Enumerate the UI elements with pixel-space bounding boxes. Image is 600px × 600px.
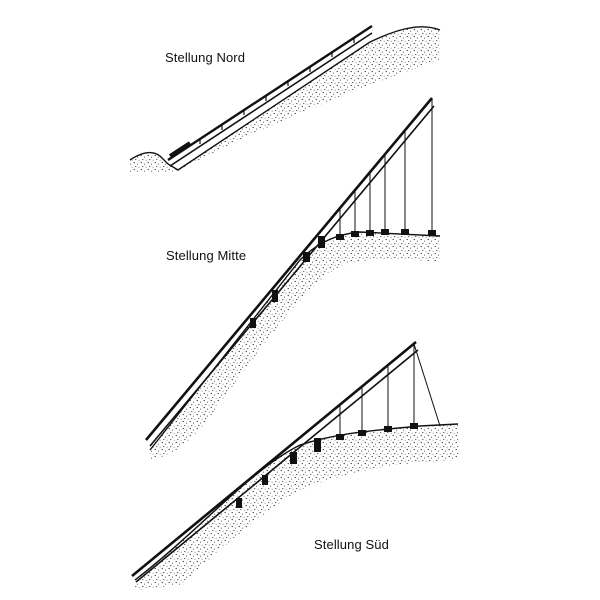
structure-sued [131,340,441,583]
terrain-sued [135,424,458,590]
figure-sued [131,340,459,590]
label-stellung-nord: Stellung Nord [165,50,246,65]
terrain-outline-nord [129,26,441,171]
label-stellung-mitte: Stellung Mitte [166,248,247,263]
terrain-mitte [150,232,440,460]
structure-mitte [145,97,436,447]
figure-mitte [145,97,441,460]
structure-nord [167,24,373,167]
label-stellung-sued: Stellung Süd [314,537,389,552]
figure-nord [129,24,441,172]
